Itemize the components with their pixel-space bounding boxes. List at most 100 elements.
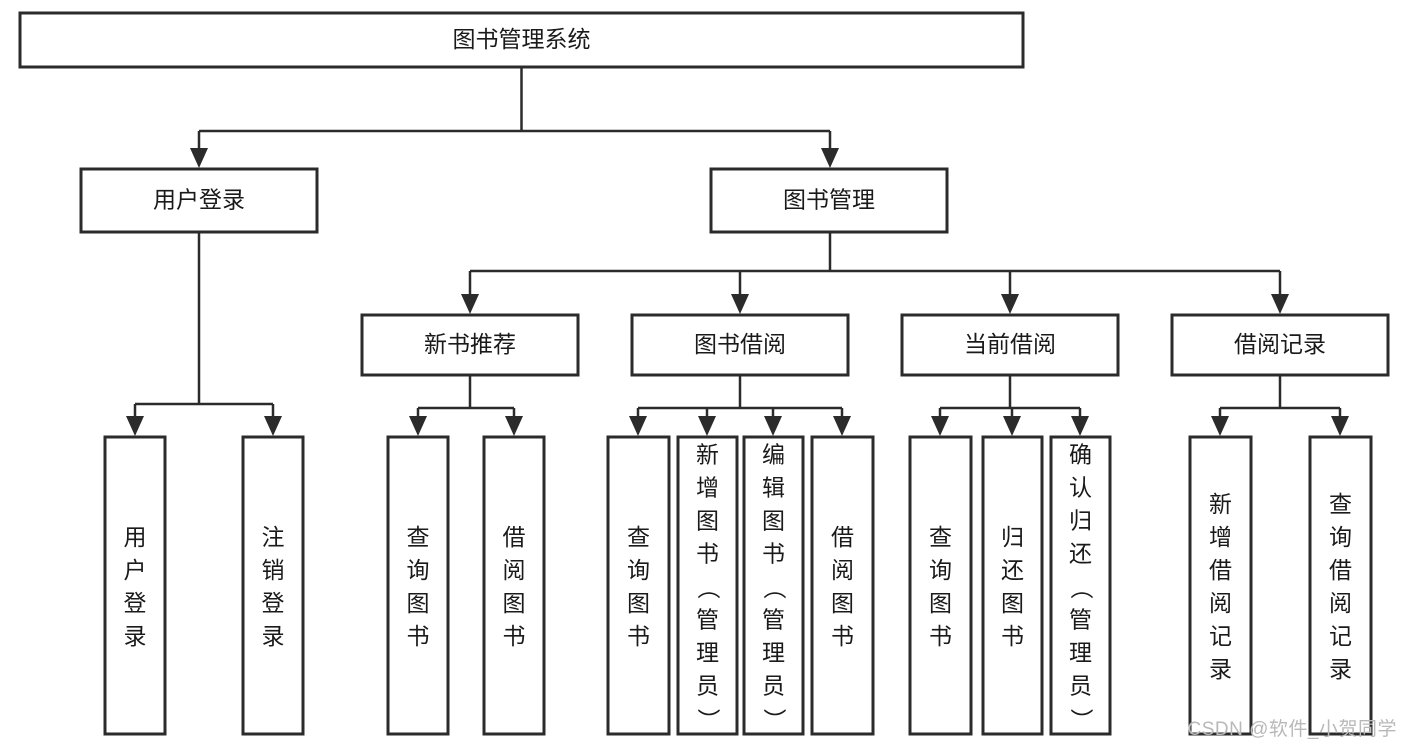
node-label-char: （ bbox=[696, 576, 722, 599]
node-label-char: 新 bbox=[1209, 491, 1232, 517]
node-label-char: 登 bbox=[262, 590, 285, 616]
node-label-char: 销 bbox=[262, 557, 285, 583]
node-leaf-user-login[interactable]: 用户登录 bbox=[103, 435, 167, 736]
node-label-char: 图 bbox=[627, 590, 650, 616]
arrowhead-new-book-rec bbox=[461, 294, 479, 314]
node-label-char: 询 bbox=[929, 557, 952, 583]
node-label-char: 登 bbox=[124, 590, 147, 616]
arrowhead-leaf-query-book-1 bbox=[409, 416, 427, 436]
arrowhead-borrow-record bbox=[1271, 294, 1289, 314]
arrowhead-leaf-query-book-3 bbox=[931, 416, 949, 436]
node-label-char: 录 bbox=[1329, 656, 1352, 682]
node-label-char: 询 bbox=[627, 557, 650, 583]
node-label-char: 员 bbox=[1069, 673, 1092, 699]
node-label-char: 编 bbox=[762, 442, 785, 468]
node-label-char: 书 bbox=[762, 541, 785, 567]
node-label-char: 确 bbox=[1069, 442, 1092, 468]
arrowhead-leaf-query-book-2 bbox=[629, 416, 647, 436]
node-label: 用户登录 bbox=[153, 187, 245, 213]
node-label-char: ） bbox=[696, 708, 722, 731]
node-borrow-record[interactable]: 借阅记录 bbox=[1170, 313, 1390, 377]
node-label-char: 户 bbox=[124, 557, 147, 583]
node-label-char: 管 bbox=[762, 607, 785, 633]
node-label: 借阅记录 bbox=[1234, 331, 1326, 357]
node-box bbox=[900, 313, 1120, 377]
node-book-manage[interactable]: 图书管理 bbox=[709, 167, 949, 234]
node-box bbox=[79, 167, 319, 234]
arrowhead-leaf-query-record bbox=[1331, 416, 1349, 436]
arrowhead-user-login bbox=[190, 148, 208, 168]
node-label: 图书管理系统 bbox=[453, 26, 591, 52]
node-label-char: 询 bbox=[407, 557, 430, 583]
node-label-char: 还 bbox=[1001, 557, 1024, 583]
arrowhead-current-borrow bbox=[1001, 294, 1019, 314]
node-box bbox=[103, 435, 167, 736]
node-root[interactable]: 图书管理系统 bbox=[18, 11, 1025, 69]
node-label-char: 书 bbox=[696, 541, 719, 567]
node-box bbox=[1188, 435, 1253, 736]
arrowhead-leaf-borrow-book-1 bbox=[505, 416, 523, 436]
node-label-char: 记 bbox=[1209, 623, 1232, 649]
node-label-char: 书 bbox=[503, 623, 526, 649]
arrowhead-leaf-user-login bbox=[126, 416, 144, 436]
node-label-char: 询 bbox=[1329, 524, 1352, 550]
node-book-borrow[interactable]: 图书借阅 bbox=[630, 313, 850, 377]
node-label-char: 图 bbox=[407, 590, 430, 616]
node-label-char: 理 bbox=[696, 640, 719, 666]
node-box bbox=[1170, 313, 1390, 377]
node-label-char: 书 bbox=[1001, 623, 1024, 649]
arrowhead-leaf-add-record bbox=[1211, 416, 1229, 436]
arrowhead-book-manage bbox=[821, 148, 839, 168]
node-box bbox=[742, 435, 805, 736]
node-label-char: 新 bbox=[696, 442, 719, 468]
node-label-char: 书 bbox=[929, 623, 952, 649]
node-label-char: 用 bbox=[124, 524, 147, 550]
node-label-char: 阅 bbox=[831, 557, 854, 583]
node-label-char: 归 bbox=[1069, 508, 1092, 534]
node-box bbox=[981, 435, 1044, 736]
arrowhead-leaf-add-book bbox=[698, 416, 716, 436]
node-label: 当前借阅 bbox=[964, 331, 1056, 357]
node-label-char: 查 bbox=[929, 524, 952, 550]
node-label-char: 图 bbox=[503, 590, 526, 616]
node-label-char: 辑 bbox=[762, 475, 785, 501]
node-label-char: 阅 bbox=[1209, 590, 1232, 616]
arrowhead-book-borrow bbox=[731, 294, 749, 314]
node-label-char: 图 bbox=[762, 508, 785, 534]
node-label: 图书借阅 bbox=[694, 331, 786, 357]
node-label-char: 录 bbox=[1209, 656, 1232, 682]
node-label-char: 还 bbox=[1069, 541, 1092, 567]
node-label-char: 管 bbox=[696, 607, 719, 633]
node-label-char: 阅 bbox=[503, 557, 526, 583]
node-label-char: 阅 bbox=[1329, 590, 1352, 616]
node-label-char: 录 bbox=[124, 623, 147, 649]
node-label-char: 查 bbox=[407, 524, 430, 550]
node-label-char: 归 bbox=[1001, 524, 1024, 550]
arrowhead-leaf-confirm-return bbox=[1071, 416, 1089, 436]
node-label-char: 图 bbox=[929, 590, 952, 616]
node-label-char: （ bbox=[1069, 576, 1095, 599]
node-new-book-rec[interactable]: 新书推荐 bbox=[360, 313, 580, 377]
node-current-borrow[interactable]: 当前借阅 bbox=[900, 313, 1120, 377]
node-box bbox=[18, 11, 1025, 69]
node-user-login[interactable]: 用户登录 bbox=[79, 167, 319, 234]
arrowhead-leaf-return-book bbox=[1003, 416, 1021, 436]
node-box bbox=[482, 435, 546, 736]
node-box bbox=[1049, 435, 1112, 736]
node-label-char: 理 bbox=[1069, 640, 1092, 666]
node-label-char: 借 bbox=[831, 524, 854, 550]
node-label-char: 借 bbox=[1329, 557, 1352, 583]
